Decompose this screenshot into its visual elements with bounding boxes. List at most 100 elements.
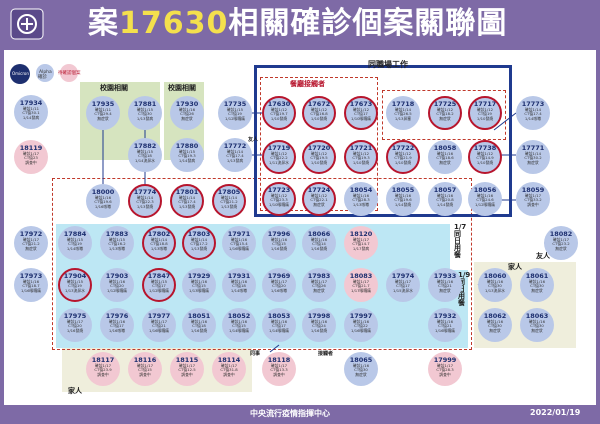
case-detail: CT值21.9	[394, 155, 412, 161]
case-detail: 1/10發燒	[310, 159, 328, 165]
footer-bar: 中央流行疫情指揮中心 2022/01/19	[0, 405, 600, 424]
case-detail: 確診1/14	[524, 107, 542, 112]
case-detail: CT值26	[180, 111, 194, 117]
case-detail: 1/14流鼻水	[135, 157, 155, 163]
case-detail: CT值21.2	[220, 199, 238, 205]
header-bar: 案17630相關確診個案關聯圖	[0, 0, 600, 50]
title-number: 17630	[119, 6, 229, 41]
case-id: 17723	[267, 186, 291, 194]
case-detail: 1/17發病	[352, 245, 370, 251]
case-detail: CT值30	[138, 111, 152, 117]
case-detail: 1/12喉嚨痛	[107, 287, 127, 293]
case-detail: 確診1/16	[178, 107, 196, 112]
case-detail: CT值17	[396, 283, 410, 289]
case-detail: 無症狀	[531, 287, 543, 293]
case-id: 17971	[227, 230, 251, 238]
case-detail: CT值23.2	[552, 241, 570, 247]
case-id: 17673	[349, 100, 373, 108]
case-detail: 1/14喉嚨痛	[269, 327, 289, 333]
case-id: 17935	[91, 100, 115, 108]
case-detail: 1/16喉嚨痛	[351, 327, 371, 333]
case-id: 17977	[147, 312, 171, 320]
case-detail: 1/16發燒	[66, 327, 84, 333]
case-detail: CT值17.2	[190, 241, 208, 247]
case-detail: CT值15	[232, 323, 246, 329]
case-detail: 1/14發病	[178, 157, 196, 163]
case-id: 17975	[63, 312, 87, 320]
case-detail: CT值15	[192, 283, 206, 289]
case-detail: 確診1/16	[436, 279, 454, 284]
dashed-contact-border	[52, 178, 472, 350]
case-detail: 1/10發燒	[476, 159, 494, 165]
case-id: 17803	[187, 230, 211, 238]
case-detail: 確診1/17	[22, 237, 40, 242]
case-id: 17882	[133, 142, 157, 150]
case-detail: 1/14咳嗽	[524, 115, 542, 121]
campus-label-b: 校園相關	[168, 84, 196, 92]
case-id: 17847	[147, 272, 171, 280]
case-detail: 確診1/14	[178, 195, 196, 200]
case-id: 17717	[473, 100, 497, 108]
case-detail: CT值23.9	[94, 367, 112, 373]
case-id: 17934	[19, 99, 43, 107]
case-id: 17773	[521, 100, 545, 108]
case-id: 17998	[307, 312, 331, 320]
friend-label-b: 友人	[248, 137, 259, 143]
case-detail: 1/13發病	[226, 157, 244, 163]
connector-line	[493, 112, 517, 131]
case-detail: 1/12喉嚨痛	[149, 287, 169, 293]
case-detail: 1/12喉嚨痛	[475, 201, 495, 207]
case-detail: CT值30	[530, 283, 544, 289]
case-detail: 1/14發燒	[436, 201, 454, 207]
cdc-logo-icon	[10, 8, 44, 40]
case-detail: 確診1/14	[136, 195, 154, 200]
case-id: 18083	[349, 272, 373, 280]
title-suffix: 相關確診個案關聯圖	[228, 6, 508, 41]
contact-label: 接觸者	[318, 351, 334, 357]
case-detail: CT值18.2	[436, 111, 454, 117]
case-detail: 1/16發燒	[270, 245, 288, 251]
case-detail: 1/13咳嗽	[352, 201, 370, 207]
case-detail: CT值18	[192, 323, 206, 329]
case-detail: 1/10喉嚨痛	[351, 115, 371, 121]
case-id: 18120	[349, 230, 373, 238]
case-detail: 1/13鼻塞	[394, 115, 412, 121]
case-detail: 無症狀	[313, 201, 325, 207]
case-id: 17929	[187, 272, 211, 280]
case-detail: CT值18	[138, 153, 152, 159]
campus-label-a: 校園相關	[100, 84, 128, 92]
case-detail: 確診1/15	[108, 237, 126, 242]
case-detail: 確診1/16	[436, 151, 454, 156]
case-detail: 1/13發燒	[178, 203, 196, 209]
case-detail: 1/16喉嚨痛	[229, 245, 249, 251]
case-id: 17880	[175, 142, 199, 150]
case-detail: 確診1/16	[528, 279, 546, 284]
case-id: 17771	[521, 144, 545, 152]
case-id: 17774	[133, 188, 157, 196]
case-detail: 1/13流鼻水	[485, 287, 505, 293]
case-detail: CT值17.4	[524, 111, 542, 117]
case-detail: 確診1/12	[270, 107, 288, 112]
case-detail: CT值30.1	[22, 110, 40, 116]
case-detail: CT值21	[152, 323, 166, 329]
case-detail: 1/14發燒	[394, 201, 412, 207]
case-detail: CT值23	[24, 155, 38, 161]
case-detail: 1/16喉嚨痛	[149, 327, 169, 333]
case-detail: 確診1/17	[394, 279, 412, 284]
case-detail: 無症狀	[355, 371, 367, 377]
case-detail: 確診1/16	[436, 319, 454, 324]
